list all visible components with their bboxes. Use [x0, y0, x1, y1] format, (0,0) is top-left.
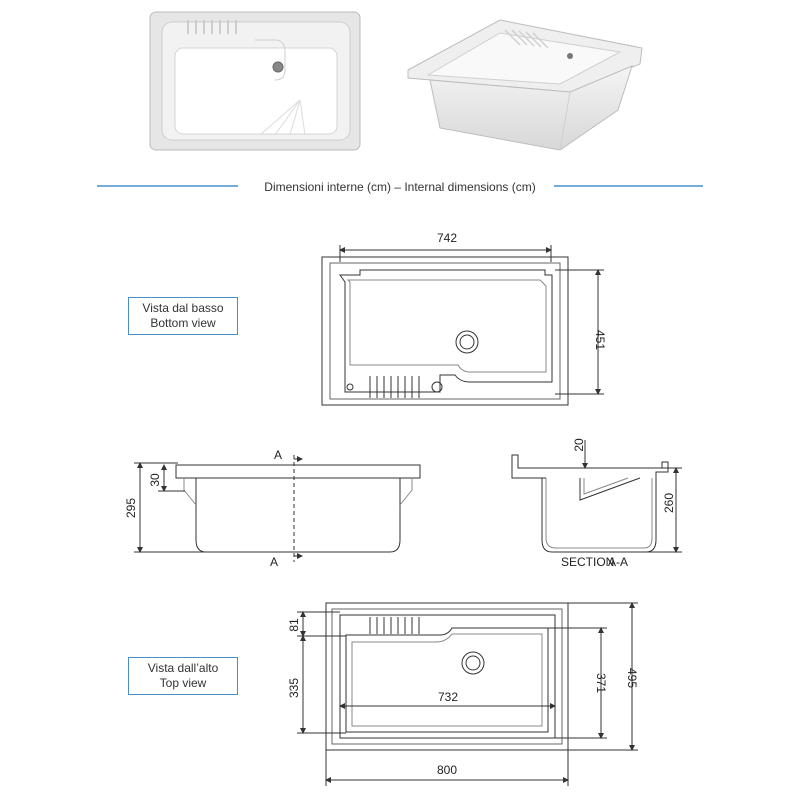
photo-sink-top [149, 11, 361, 151]
section-height-dimension [646, 467, 682, 553]
photo-sink-perspective [407, 19, 643, 151]
top-view-label-it: Vista dall’alto [147, 661, 219, 675]
bottom-view-label-it: Vista dal basso [142, 301, 224, 315]
side-height-label: 295 [124, 498, 138, 518]
section-view-drawing [511, 454, 669, 553]
top-view-drawing [325, 602, 569, 751]
top-outer-width-label: 800 [437, 763, 457, 777]
top-basin-depth-dimension [297, 635, 346, 734]
section-mark-bottom: A [270, 555, 278, 569]
bottom-view-label-box: Vista dal basso Bottom view [128, 297, 238, 335]
section-prefix: SECTION [561, 555, 614, 569]
section-mark-top: A [274, 448, 282, 462]
top-washboard-label: 81 [287, 618, 301, 632]
top-outer-depth-dimension [568, 602, 638, 751]
bottom-width-dimension [339, 245, 552, 262]
section-rim-dimension [560, 440, 600, 469]
bottom-view-label-en: Bottom view [150, 316, 216, 330]
top-washboard-dimension [297, 611, 346, 637]
top-outer-depth-label: 495 [625, 668, 639, 688]
side-view-drawing [175, 455, 421, 562]
section-height-label: 260 [662, 493, 676, 513]
top-view-label-en: Top view [159, 676, 207, 690]
bottom-view-drawing [321, 256, 569, 406]
bottom-width-label: 742 [437, 231, 457, 245]
section-name: A-A [608, 555, 628, 569]
top-basin-width-label: 732 [438, 690, 458, 704]
dimensions-title: Dimensioni interne (cm) – Internal dimen… [264, 180, 536, 194]
top-outer-width-dimension [325, 750, 569, 786]
side-height-dimension [134, 462, 205, 553]
top-inner-depth-dimension [548, 627, 607, 739]
section-rim-label: 20 [572, 438, 586, 452]
side-rim-label: 30 [148, 473, 162, 487]
top-basin-depth-label: 335 [287, 678, 301, 698]
bottom-depth-dimension [555, 269, 604, 395]
top-view-label-box: Vista dall’alto Top view [128, 657, 238, 695]
top-inner-depth-label: 371 [594, 673, 608, 693]
bottom-depth-label: 451 [593, 330, 607, 350]
